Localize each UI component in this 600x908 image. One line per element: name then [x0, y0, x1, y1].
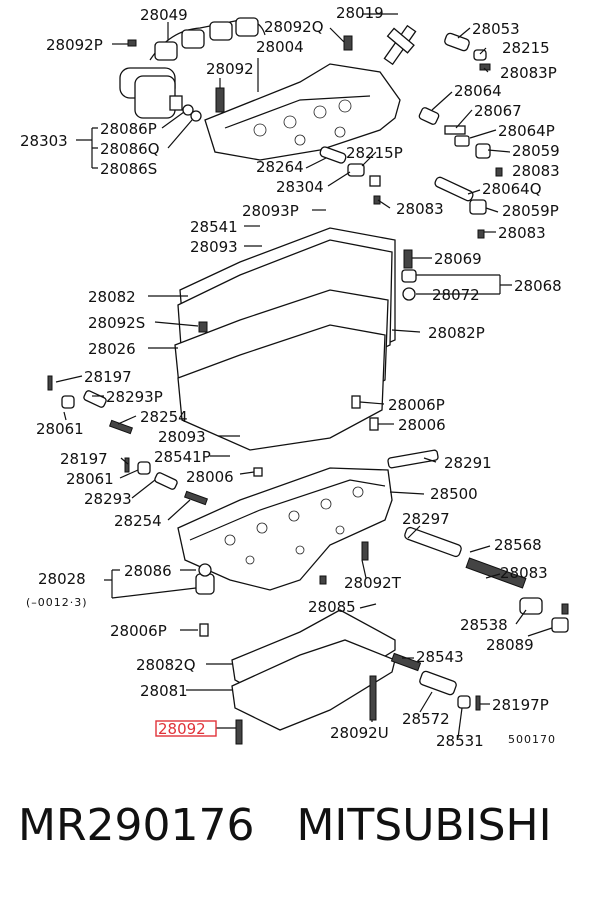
- bolt-28092P-top: [127, 39, 137, 47]
- label-28081[interactable]: 28081: [140, 682, 188, 700]
- label-28068[interactable]: 28068: [514, 277, 562, 295]
- label-28197-a[interactable]: 28197: [84, 368, 132, 386]
- cover-28081: [231, 639, 396, 731]
- diagram-code: 500170: [508, 733, 556, 746]
- label-28006-b[interactable]: 28006: [186, 468, 234, 486]
- label-28264[interactable]: 28264: [256, 158, 304, 176]
- label-28019[interactable]: 28019: [336, 4, 384, 22]
- gasket-lower: [177, 324, 386, 451]
- label-28082[interactable]: 28082: [88, 288, 136, 306]
- label-28093-a[interactable]: 28093: [190, 238, 238, 256]
- label-28086S[interactable]: 28086S: [100, 160, 157, 178]
- part-number-caption: MR290176 MITSUBISHI: [18, 800, 552, 851]
- label-28303[interactable]: 28303: [20, 132, 68, 150]
- sensor-28028: [195, 563, 215, 595]
- label-28082P[interactable]: 28082P: [428, 324, 485, 342]
- label-28538[interactable]: 28538: [460, 616, 508, 634]
- label-28082Q[interactable]: 28082Q: [136, 656, 196, 674]
- bolts-lower: [198, 249, 417, 745]
- label-28092U[interactable]: 28092U: [330, 724, 389, 742]
- label-28089[interactable]: 28089: [486, 636, 534, 654]
- label-28028-note: (–0012·3): [26, 596, 88, 609]
- label-28092[interactable]: 28092: [206, 60, 254, 78]
- highlight-box: [155, 720, 217, 737]
- label-28083P[interactable]: 28083P: [500, 64, 557, 82]
- parts-diagram: 28049 28092P 28092Q 28019 28053 28004 28…: [20, 4, 569, 750]
- upper-valve-body: [204, 24, 417, 161]
- label-28085[interactable]: 28085: [308, 598, 356, 616]
- label-28061-b[interactable]: 28061: [66, 470, 114, 488]
- valve-parts-lower-right: [387, 449, 569, 711]
- label-28086P[interactable]: 28086P: [100, 120, 157, 138]
- label-28053[interactable]: 28053: [472, 20, 520, 38]
- label-28083-a[interactable]: 28083: [512, 162, 560, 180]
- label-28028[interactable]: 28028: [38, 570, 86, 588]
- label-28092-highlighted[interactable]: 28092: [158, 720, 206, 738]
- label-28092T[interactable]: 28092T: [344, 574, 402, 592]
- label-28197-b[interactable]: 28197: [60, 450, 108, 468]
- label-28293[interactable]: 28293: [84, 490, 132, 508]
- label-28069[interactable]: 28069: [434, 250, 482, 268]
- label-28568[interactable]: 28568: [494, 536, 542, 554]
- bolt-28092-upper: [215, 87, 225, 113]
- label-28531[interactable]: 28531: [436, 732, 484, 750]
- label-28254-a[interactable]: 28254: [140, 408, 188, 426]
- label-28092Q[interactable]: 28092Q: [264, 18, 324, 36]
- label-28006P[interactable]: 28006P: [388, 396, 445, 414]
- label-28086Q[interactable]: 28086Q: [100, 140, 160, 158]
- label-28006P-lower[interactable]: 28006P: [110, 622, 167, 640]
- label-28064Q[interactable]: 28064Q: [482, 180, 542, 198]
- solenoid-harness: [119, 17, 266, 122]
- label-28061-a[interactable]: 28061: [36, 420, 84, 438]
- label-28215P[interactable]: 28215P: [346, 144, 403, 162]
- label-28572[interactable]: 28572: [402, 710, 450, 728]
- label-28254-b[interactable]: 28254: [114, 512, 162, 530]
- footer: MR290176 MITSUBISHI: [0, 800, 600, 880]
- label-28541P[interactable]: 28541P: [154, 448, 211, 466]
- label-28059[interactable]: 28059: [512, 142, 560, 160]
- label-28026[interactable]: 28026: [88, 340, 136, 358]
- label-28059P[interactable]: 28059P: [502, 202, 559, 220]
- label-28083-d[interactable]: 28083: [500, 564, 548, 582]
- bolt-28092Q: [343, 35, 353, 51]
- label-28215[interactable]: 28215: [502, 39, 550, 57]
- label-28093P[interactable]: 28093P: [242, 202, 299, 220]
- label-28049[interactable]: 28049: [140, 6, 188, 24]
- label-28006-a[interactable]: 28006: [398, 416, 446, 434]
- label-28297[interactable]: 28297: [402, 510, 450, 528]
- valve-parts-left: [47, 375, 209, 506]
- label-28092P[interactable]: 28092P: [46, 36, 103, 54]
- label-28004[interactable]: 28004: [256, 38, 304, 56]
- label-28500[interactable]: 28500: [430, 485, 478, 503]
- label-28083-c[interactable]: 28083: [498, 224, 546, 242]
- label-28093-b[interactable]: 28093: [158, 428, 206, 446]
- label-28067[interactable]: 28067: [474, 102, 522, 120]
- valve-parts-right: [319, 32, 503, 239]
- label-28543[interactable]: 28543: [416, 648, 464, 666]
- label-28092S[interactable]: 28092S: [88, 314, 145, 332]
- label-28304[interactable]: 28304: [276, 178, 324, 196]
- label-28064[interactable]: 28064: [454, 82, 502, 100]
- label-28293P[interactable]: 28293P: [106, 388, 163, 406]
- label-28541[interactable]: 28541: [190, 218, 238, 236]
- label-28083-b[interactable]: 28083: [396, 200, 444, 218]
- label-28291[interactable]: 28291: [444, 454, 492, 472]
- leader-lines: [55, 13, 553, 739]
- part-labels: 28049 28092P 28092Q 28019 28053 28004 28…: [20, 4, 562, 750]
- lower-valve-body: [177, 467, 393, 591]
- label-28086[interactable]: 28086: [124, 562, 172, 580]
- label-28064P[interactable]: 28064P: [498, 122, 555, 140]
- label-28197P[interactable]: 28197P: [492, 696, 549, 714]
- label-28072[interactable]: 28072: [432, 286, 480, 304]
